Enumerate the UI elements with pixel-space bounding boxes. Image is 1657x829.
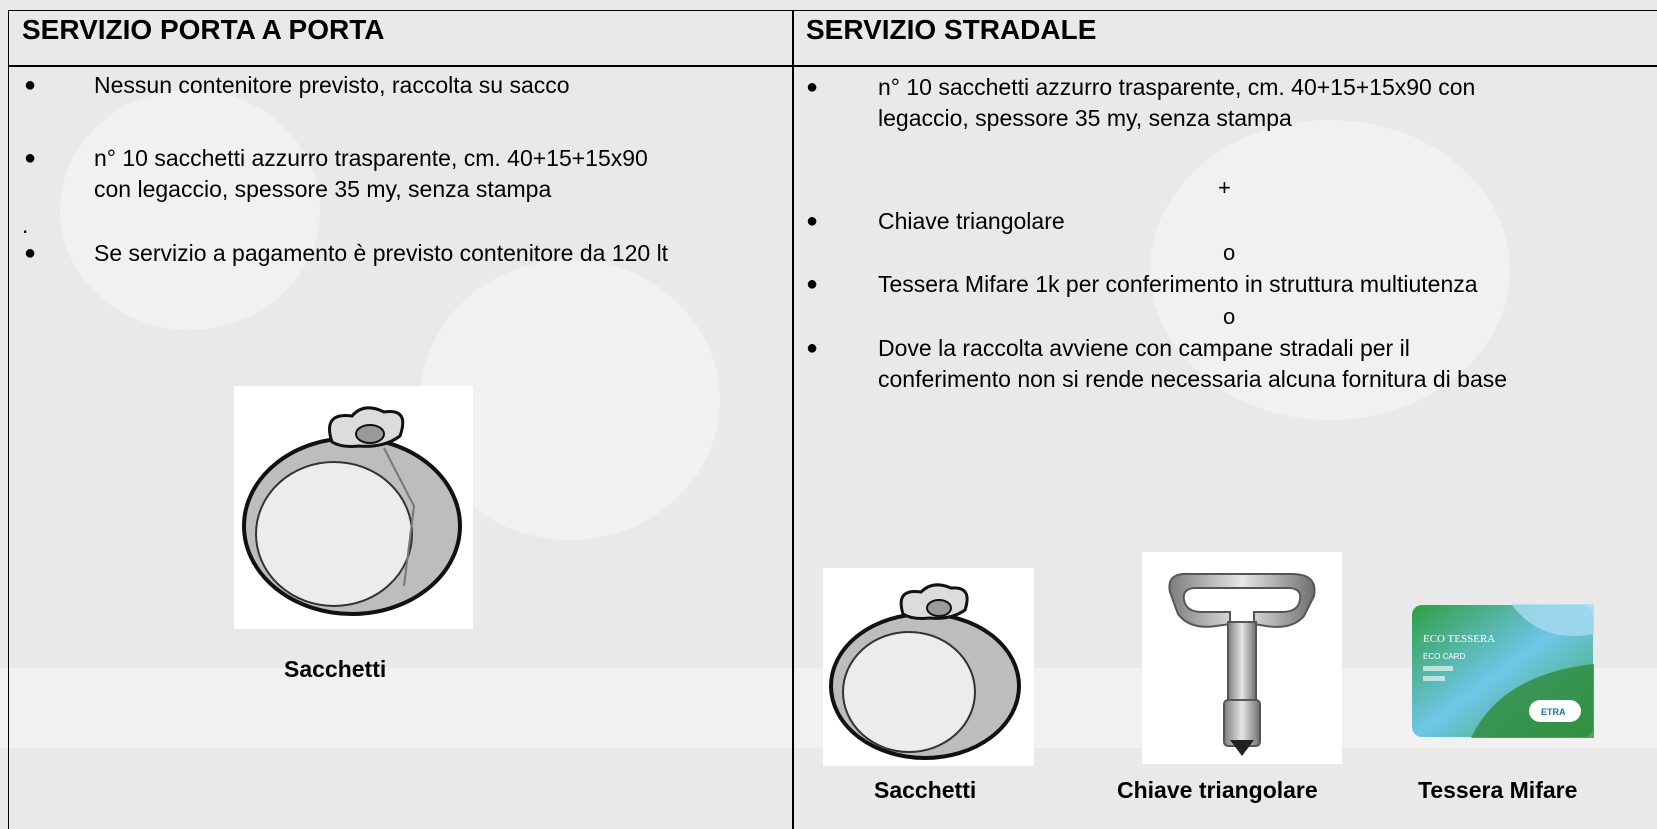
left-item-3: Se servizio a pagamento è previsto conte…	[94, 240, 669, 266]
card-subtitle: ECO CARD	[1423, 652, 1465, 661]
or-separator-2: o	[1223, 304, 1236, 329]
bullet-dot: ●	[806, 76, 819, 98]
stray-dot: .	[22, 212, 29, 238]
bullet-dot: ●	[806, 273, 819, 295]
left-item-2-line-1: n° 10 sacchetti azzurro trasparente, cm.…	[94, 145, 648, 171]
bullet-dot: ●	[806, 210, 819, 232]
background-shape	[60, 90, 320, 330]
left-item-2-line-2: con legaccio, spessore 35 my, senza stam…	[94, 176, 552, 202]
table-frame	[8, 10, 1657, 829]
bullet-dot: ●	[806, 337, 819, 359]
right-item-1-line-2: legaccio, spessore 35 my, senza stampa	[878, 105, 1292, 131]
card-title: ECO TESSERA	[1423, 633, 1495, 645]
plus-sign: +	[1218, 175, 1231, 200]
bullet-dot: ●	[24, 242, 37, 264]
right-item-4-line-1: Dove la raccolta avviene con campane str…	[878, 335, 1410, 361]
right-column-header: SERVIZIO STRADALE	[806, 14, 1097, 45]
or-separator-1: o	[1223, 240, 1236, 265]
triangular-key-icon	[1142, 552, 1342, 764]
bullet-dot: ●	[24, 74, 37, 96]
background-shape	[1150, 120, 1510, 420]
garbage-bag-icon	[234, 386, 473, 629]
column-divider	[792, 10, 794, 829]
right-item-2: Chiave triangolare	[878, 208, 1065, 234]
left-item-1: Nessun contenitore previsto, raccolta su…	[94, 72, 570, 98]
header-divider	[8, 65, 1657, 67]
left-caption: Sacchetti	[284, 656, 387, 682]
garbage-bag-icon	[823, 568, 1034, 766]
caption-bags: Sacchetti	[874, 777, 977, 803]
left-column-header: SERVIZIO PORTA A PORTA	[22, 14, 385, 45]
bullet-dot: ●	[24, 147, 37, 169]
right-item-1-line-1: n° 10 sacchetti azzurro trasparente, cm.…	[878, 74, 1476, 100]
card-brand: ETRA	[1541, 707, 1566, 717]
caption-key: Chiave triangolare	[1117, 777, 1318, 803]
right-item-3: Tessera Mifare 1k per conferimento in st…	[878, 271, 1478, 297]
rfid-card-icon: ECO TESSERA ECO CARD ETRA	[1411, 604, 1594, 738]
caption-card: Tessera Mifare	[1418, 777, 1578, 803]
right-item-4-line-2: conferimento non si rende necessaria alc…	[878, 366, 1508, 392]
